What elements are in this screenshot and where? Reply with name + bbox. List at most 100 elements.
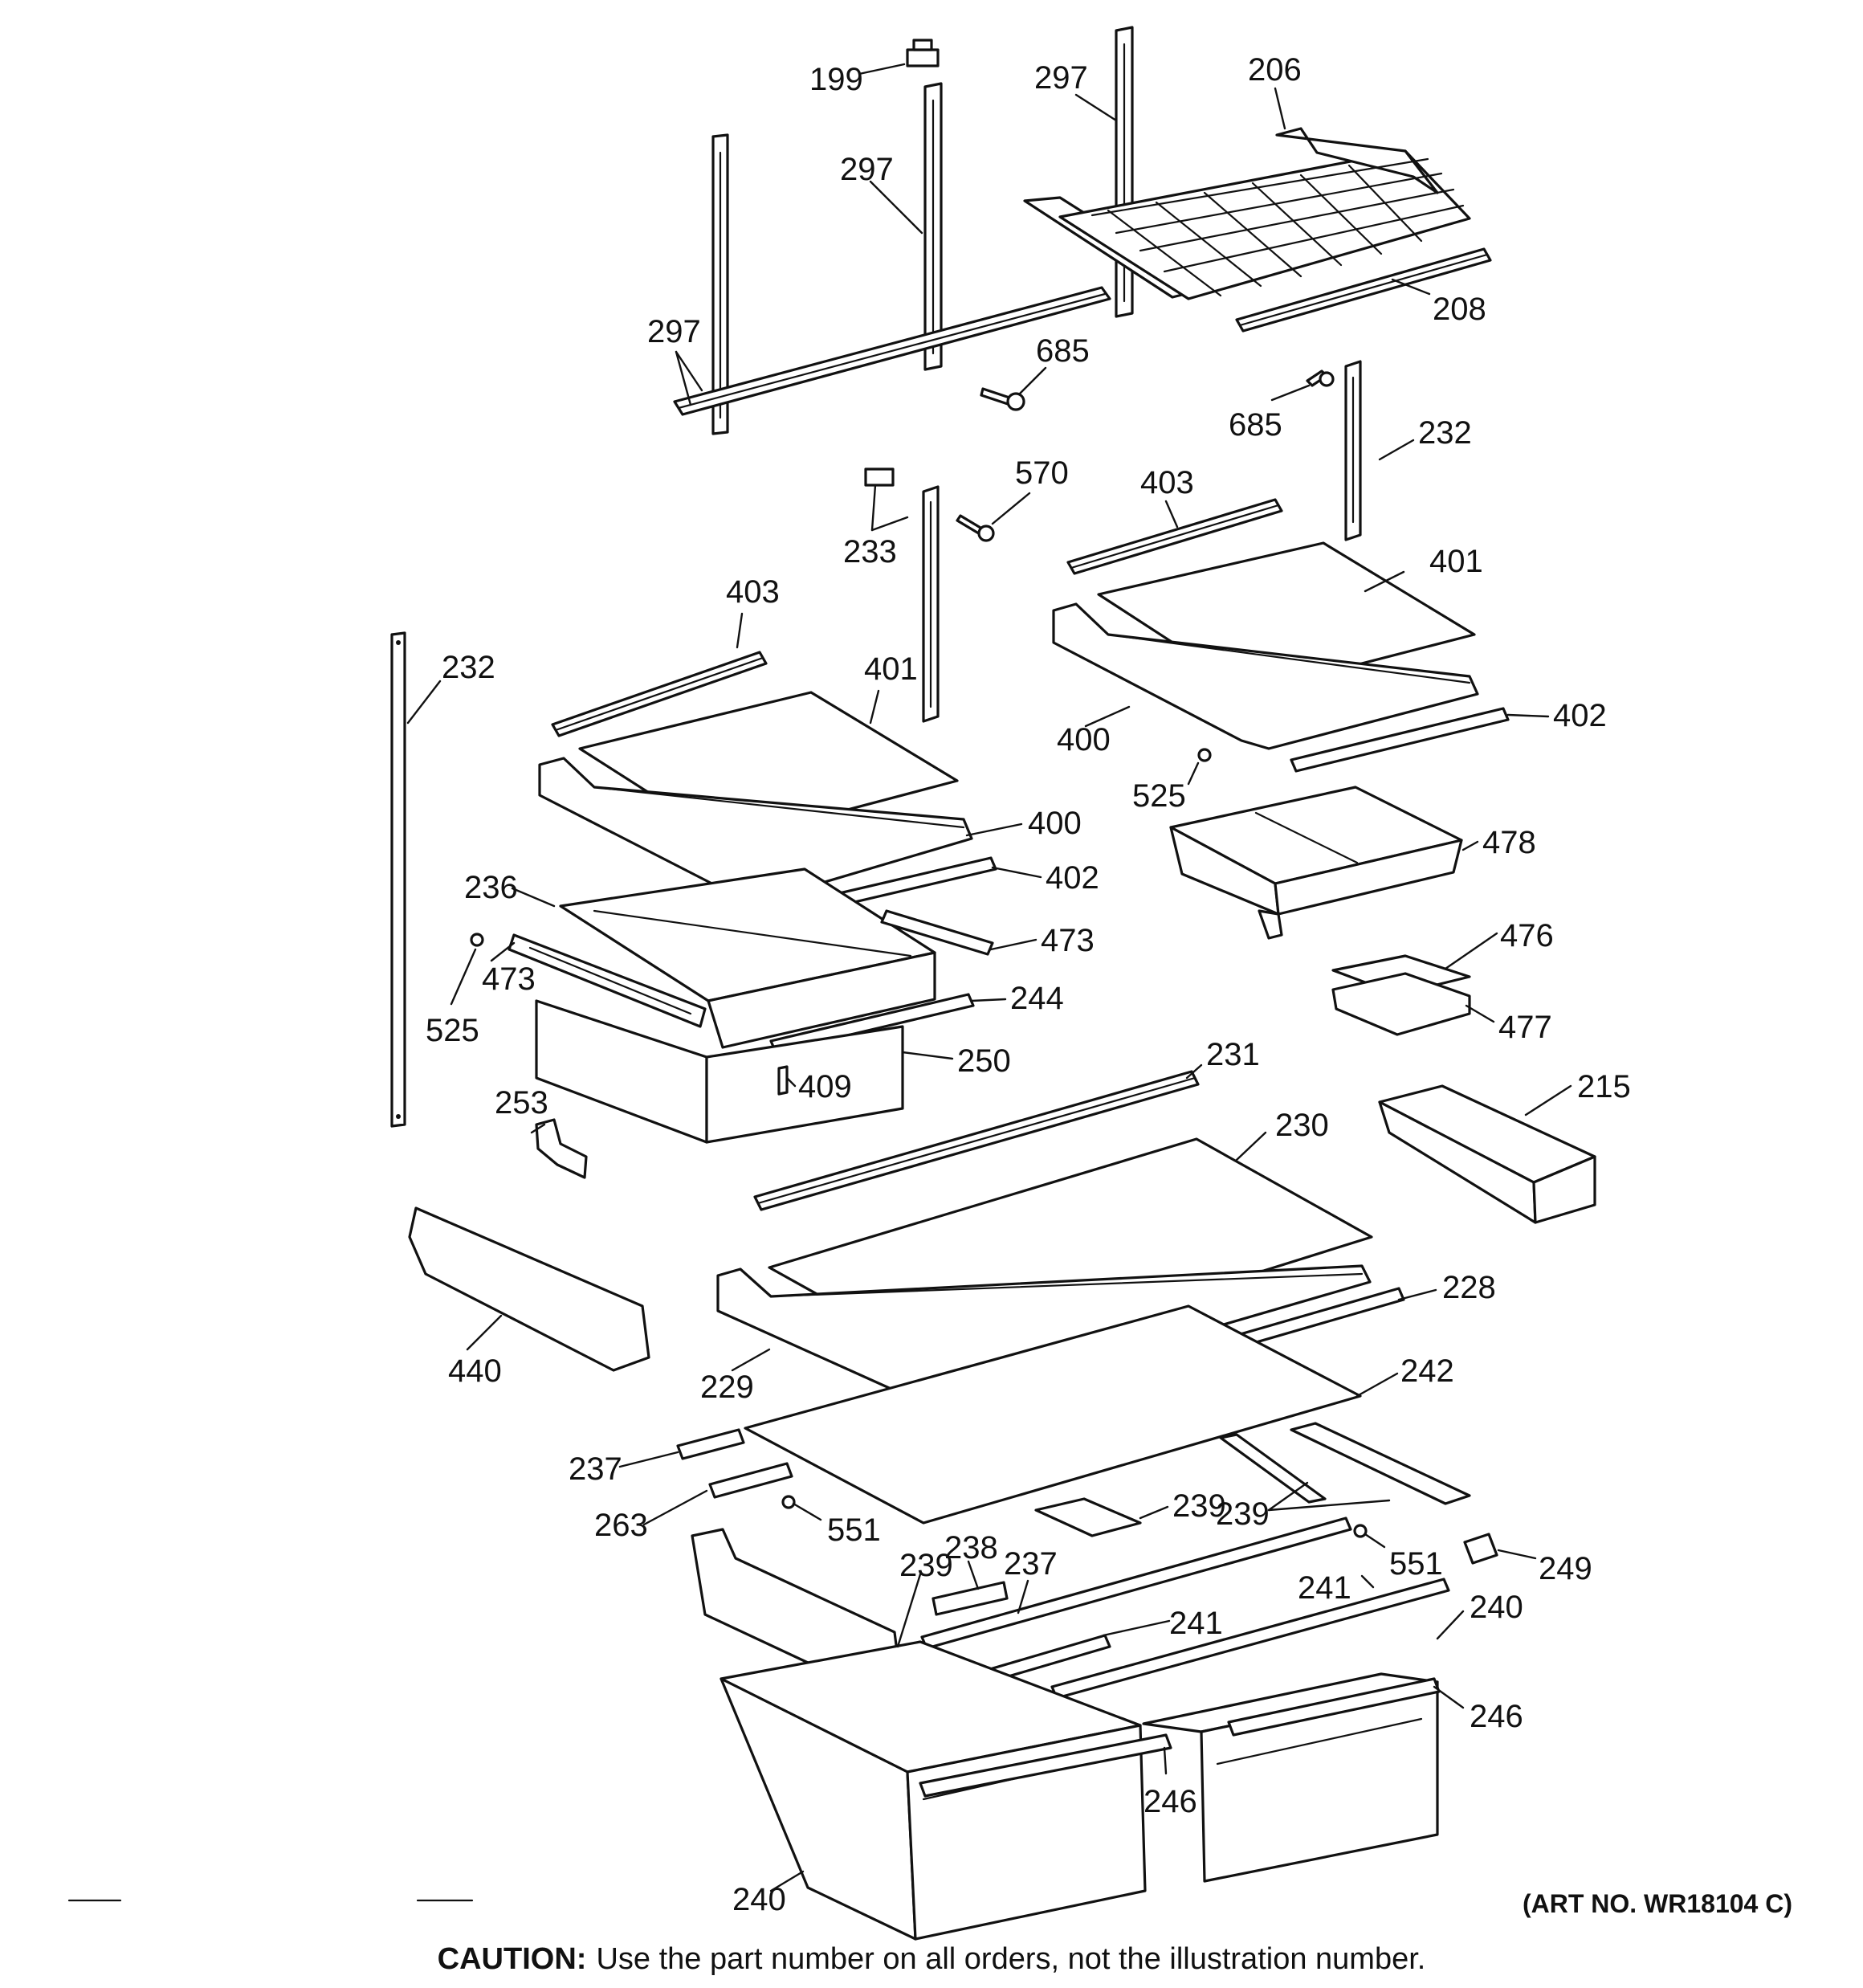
label-409: 409 [798,1069,852,1104]
label-402: 402 [1553,698,1607,733]
label-242: 242 [1400,1353,1454,1389]
part-233-ladder [922,485,940,723]
label-253: 253 [495,1085,548,1121]
label-208: 208 [1433,292,1486,327]
label-240: 240 [732,1882,786,1917]
part-215-door-bin [1378,1084,1596,1224]
part-233-clip [864,467,895,487]
part-250-drawer [535,999,904,1144]
label-239: 239 [1216,1496,1270,1532]
part-240-crisper-right [1142,1672,1439,1883]
label-551: 551 [827,1512,881,1548]
caution-note: CAUTION: Use the part number on all order… [0,1942,1863,1977]
part-238-label [932,1581,1009,1616]
art-number: (ART NO. WR18104 C) [1522,1889,1792,1918]
part-229-frame [716,1264,1372,1409]
part-208-rail [1235,247,1492,333]
label-215: 215 [1577,1069,1631,1104]
part-236-meat-pan [559,867,936,1049]
part-297-ladder-right [1115,26,1134,318]
part-525-screw-right [1197,748,1212,762]
label-229: 229 [700,1370,754,1405]
label-473: 473 [1041,923,1095,958]
label-241: 241 [1298,1570,1351,1606]
leader-lines [406,63,1572,1892]
caution-text: Use the part number on all orders, not t… [596,1942,1426,1976]
part-685-screw-left [980,387,1025,411]
part-551-screw-left [781,1495,796,1509]
label-477: 477 [1498,1010,1552,1045]
label-297: 297 [1034,60,1088,96]
part-478-dairy-bin [1169,786,1463,940]
label-232: 232 [442,650,495,685]
part-477-dish-base [1331,972,1471,1036]
part-402-trim-right [1290,707,1510,773]
label-233: 233 [843,534,897,569]
label-400: 400 [1028,806,1082,841]
part-253-bracket [535,1118,588,1179]
label-232: 232 [1418,415,1472,451]
label-228: 228 [1442,1270,1496,1305]
label-401: 401 [864,651,918,687]
part-237-bracket-left [676,1428,745,1460]
part-232-strip-left [390,631,406,1128]
label-403: 403 [726,574,780,610]
label-238: 238 [944,1530,998,1565]
part-685-screw-right [1306,369,1335,387]
label-401: 401 [1429,544,1483,579]
part-199-clip [906,39,940,67]
part-403-trim-right [1066,498,1283,575]
label-244: 244 [1010,981,1064,1016]
label-237: 237 [569,1451,622,1487]
label-199: 199 [809,62,863,97]
part-551-screw-right [1353,1524,1368,1538]
part-297-ladder-left [711,133,729,435]
label-440: 440 [448,1353,502,1389]
label-525: 525 [1132,778,1186,814]
label-230: 230 [1275,1108,1329,1143]
label-237: 237 [1004,1546,1058,1582]
part-409-tab [777,1065,789,1096]
part-242-glass [744,1304,1362,1525]
part-263-bracket [708,1462,793,1499]
label-570: 570 [1015,455,1069,491]
part-400-frame-right [1052,602,1479,750]
part-570-screw [956,514,995,542]
label-236: 236 [464,870,518,905]
part-249-bracket [1463,1533,1498,1565]
part-400-frame-left [538,757,973,903]
label-473: 473 [482,961,536,997]
label-525: 525 [426,1013,479,1048]
label-206: 206 [1248,52,1302,88]
part-206-wire-shelf [1023,127,1471,300]
label-478: 478 [1482,825,1536,860]
label-263: 263 [594,1508,648,1543]
label-685: 685 [1229,407,1282,443]
label-402: 402 [1046,860,1099,896]
label-476: 476 [1500,918,1554,953]
label-239: 239 [1172,1488,1226,1524]
label-400: 400 [1057,722,1111,757]
label-246: 246 [1143,1784,1197,1819]
label-249: 249 [1539,1551,1592,1586]
label-297: 297 [840,152,894,187]
part-231-trim [753,1070,1200,1211]
part-246-handle-left [919,1733,1172,1798]
label-297: 297 [647,314,701,349]
part-297-ladder-middle [923,82,943,371]
part-246-handle-right [1227,1677,1441,1737]
label-246: 246 [1470,1699,1523,1734]
part-525-screw-left [470,933,484,947]
label-239: 239 [899,1548,953,1583]
label-231: 231 [1206,1037,1260,1072]
label-240: 240 [1470,1590,1523,1625]
label-241: 241 [1169,1606,1223,1641]
part-239-center-bracket [1034,1497,1142,1537]
label-403: 403 [1140,465,1194,500]
label-250: 250 [957,1043,1011,1079]
label-551: 551 [1389,1546,1443,1582]
part-403-trim-left [551,651,768,737]
caution-label: CAUTION: [437,1942,587,1976]
part-232-ladder-right [1344,360,1362,541]
